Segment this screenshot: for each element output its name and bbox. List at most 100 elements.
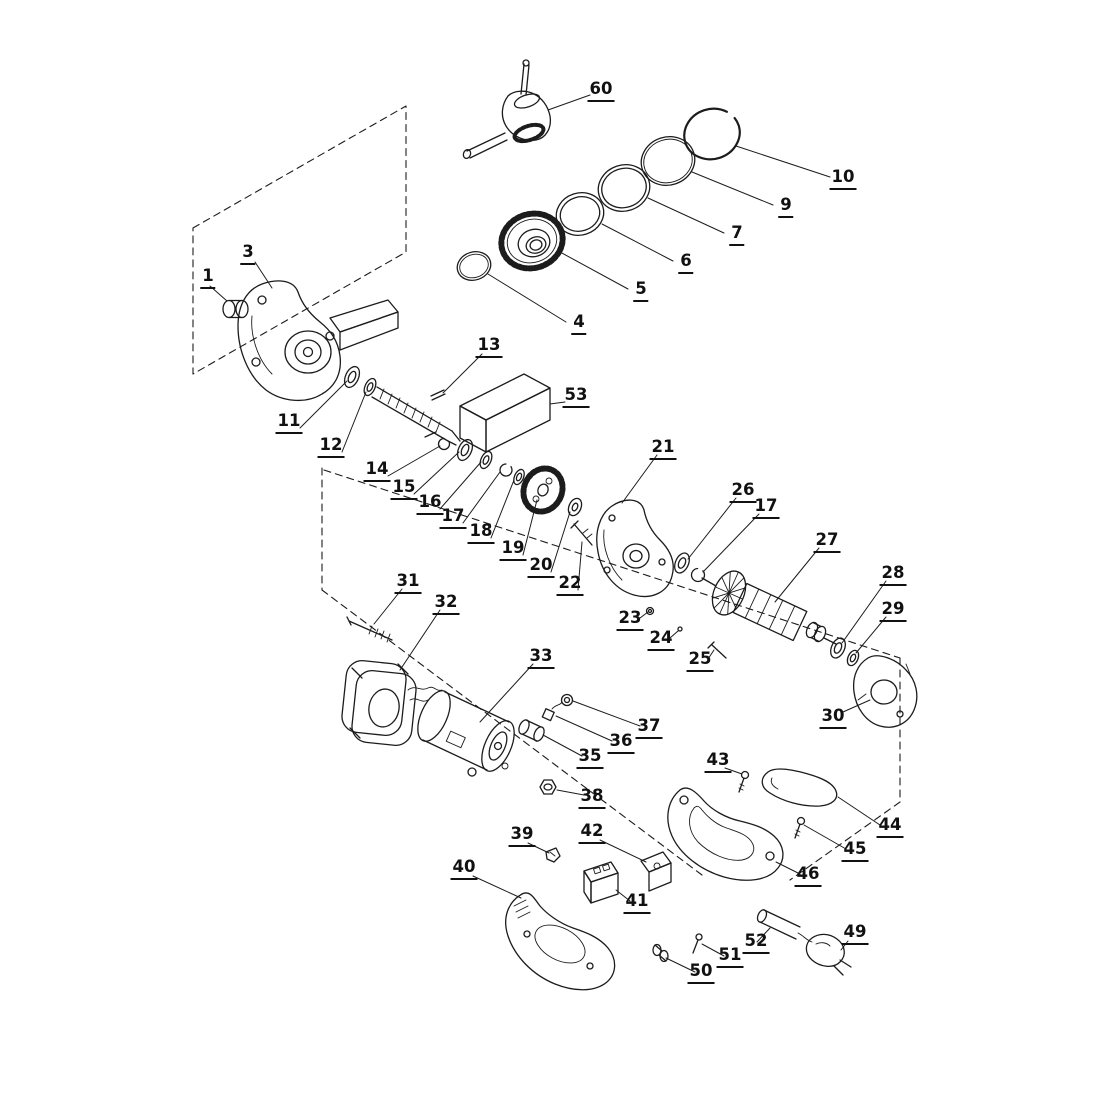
part-22-screw: [570, 520, 593, 546]
part-label-14: 14: [363, 459, 391, 482]
part-label-29: 29: [879, 599, 907, 622]
part-label-19: 19: [499, 538, 527, 561]
part-46-handle-cover: [667, 787, 784, 881]
part-27-armature: [701, 570, 837, 645]
part-label-26: 26: [729, 480, 757, 503]
part-19-gear: [520, 465, 566, 515]
part-label-35: 35: [576, 746, 604, 769]
spindle-shaft: [371, 386, 461, 446]
part-10-snap-ring: [683, 107, 741, 161]
part-label-24: 24: [647, 628, 675, 651]
part-label-18: 18: [467, 521, 495, 544]
part-label-3: 3: [240, 242, 256, 265]
part-1-sleeve: [222, 299, 249, 319]
part-35-brush-holder: [518, 719, 545, 742]
part-5-gear: [498, 210, 566, 272]
part-label-51: 51: [716, 945, 744, 968]
part-3-gear-housing: [237, 280, 399, 401]
part-label-16: 16: [416, 492, 444, 515]
part-28-bearing: [830, 637, 846, 659]
part-label-32: 32: [432, 592, 460, 615]
part-52-cable-boot: [756, 909, 813, 943]
part-40-handle-housing: [505, 892, 616, 991]
part-25-screw: [707, 641, 727, 659]
part-label-45: 45: [841, 839, 869, 862]
part-4-shim-ring: [456, 251, 492, 281]
part-label-53: 53: [562, 385, 590, 408]
part-label-12: 12: [317, 435, 345, 458]
part-21-bearing-plate: [596, 499, 674, 598]
part-42-bracket: [640, 851, 672, 892]
part-7-ring: [597, 164, 651, 212]
part-label-9: 9: [778, 195, 794, 218]
part-label-28: 28: [879, 563, 907, 586]
part-50-bushing: [652, 943, 669, 963]
part-39-cable-clamp: [545, 847, 561, 863]
part-label-41: 41: [623, 891, 651, 914]
part-label-42: 42: [578, 821, 606, 844]
part-26-bearing: [674, 552, 690, 574]
part-label-38: 38: [578, 786, 606, 809]
part-label-37: 37: [635, 716, 663, 739]
part-51-screw: [692, 933, 703, 954]
part-11-bearing: [343, 365, 361, 389]
part-label-25: 25: [686, 649, 714, 672]
part-label-43: 43: [704, 750, 732, 773]
part-label-44: 44: [876, 815, 904, 838]
part-60-chuck-assembly: [462, 59, 552, 160]
part-label-33: 33: [527, 646, 555, 669]
part-label-30: 30: [819, 706, 847, 729]
part-18-washer: [513, 468, 525, 486]
part-label-11: 11: [275, 411, 303, 434]
leader-lines: [209, 94, 887, 973]
part-45-screw: [794, 816, 806, 839]
part-49-power-plug: [805, 933, 852, 976]
part-label-20: 20: [527, 555, 555, 578]
part-label-49: 49: [841, 922, 869, 945]
part-label-1: 1: [200, 266, 216, 289]
part-label-39: 39: [508, 824, 536, 847]
part-38-cap-nut: [539, 779, 557, 795]
part-17-circlip: [499, 463, 513, 477]
part-31-screw: [346, 616, 393, 643]
part-label-50: 50: [687, 961, 715, 984]
part-label-22: 22: [556, 573, 584, 596]
part-13-roll-pin: [424, 389, 446, 438]
part-17b-circlip: [690, 567, 706, 583]
part-33-motor-housing: [417, 690, 515, 777]
part-label-31: 31: [394, 571, 422, 594]
part-16-washer: [479, 450, 493, 470]
part-14-circlip: [437, 437, 451, 451]
part-32-stator: [341, 659, 443, 747]
part-53-box: [459, 373, 551, 453]
part-43-screw: [738, 770, 750, 793]
part-label-6: 6: [678, 251, 694, 274]
part-label-4: 4: [571, 312, 587, 335]
part-label-21: 21: [649, 437, 677, 460]
part-label-15: 15: [390, 477, 418, 500]
part-label-36: 36: [607, 731, 635, 754]
part-label-60: 60: [587, 79, 615, 102]
part-30-baffle-plate: [852, 655, 918, 728]
part-23-washer: [645, 606, 655, 616]
part-24-pin: [677, 626, 683, 632]
part-label-17: 17: [439, 506, 467, 529]
part-12-washer: [363, 377, 377, 397]
part-29-washer: [846, 649, 860, 667]
part-label-23: 23: [616, 608, 644, 631]
part-41-switch: [583, 861, 619, 904]
part-label-46: 46: [794, 864, 822, 887]
part-label-13: 13: [475, 335, 503, 358]
part-label-27: 27: [813, 530, 841, 553]
part-label-40: 40: [450, 857, 478, 880]
part-label-5: 5: [633, 279, 649, 302]
part-9-ring: [640, 136, 696, 186]
part-label-10: 10: [829, 167, 857, 190]
part-label-7: 7: [729, 223, 745, 246]
part-44-grip-pad: [761, 768, 838, 807]
part-15-bearing: [456, 438, 474, 462]
part-20-washer: [567, 497, 583, 517]
part-37-brush-cap: [560, 693, 574, 707]
